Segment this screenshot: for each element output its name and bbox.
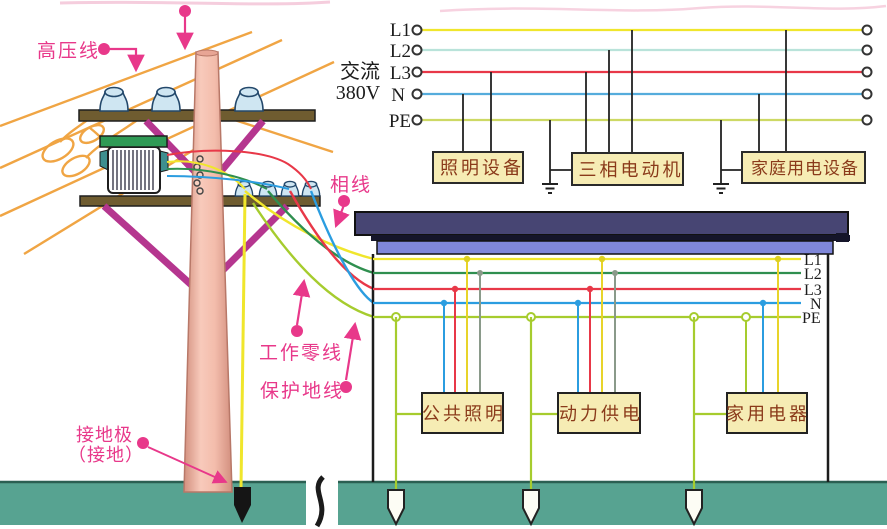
- ground-break-mark: [314, 475, 325, 528]
- roof-shadow: [371, 235, 850, 241]
- wire-l3: [166, 149, 312, 190]
- transformer-cap: [99, 135, 168, 148]
- load-box-appliances: [726, 392, 808, 434]
- pe-conductors: [394, 317, 727, 490]
- ac-source-label-line2: 380V: [336, 82, 381, 104]
- top-connections: [462, 30, 787, 183]
- top-bus-label-l2: L2: [390, 41, 411, 62]
- load-box-motor: [571, 152, 684, 186]
- transformer-fins: [112, 150, 154, 190]
- branch-drops: [443, 259, 779, 393]
- load-label-public-lighting: 公共照明: [422, 404, 506, 424]
- earth-symbol: [542, 183, 558, 194]
- wire-n: [166, 175, 290, 190]
- drop-wire-pe: [251, 202, 375, 319]
- load-box-lighting: [432, 151, 524, 184]
- annotation-arrows: [104, 12, 362, 484]
- earth-electrode: [387, 489, 405, 527]
- service-drop-wires: [244, 190, 375, 319]
- earth-electrode: [685, 489, 703, 527]
- top-bus-label-n: N: [391, 85, 405, 106]
- hv-line: [0, 30, 253, 128]
- transformer: [99, 135, 169, 194]
- drop-wire-l3: [288, 190, 375, 291]
- transformer-secondary-wires: [166, 149, 312, 190]
- label-high-voltage: 高压线: [37, 40, 100, 62]
- drop-wire-n: [309, 190, 375, 305]
- pole-wire-rings: [193, 155, 204, 195]
- label-protective-earth: 保护地线: [260, 380, 344, 402]
- roof-beam-upper: [354, 211, 849, 236]
- load-label-power-supply: 动力供电: [559, 404, 643, 424]
- wire-l2: [166, 167, 268, 190]
- roof-edge-step: [836, 233, 849, 242]
- drop-wire-l2: [267, 190, 375, 275]
- bus-label-l1: L1: [804, 252, 822, 269]
- pole-braces: [101, 118, 290, 293]
- bus-label-l2: L2: [804, 266, 822, 283]
- phase-pointer-arrow: [333, 204, 350, 229]
- building: L1 L2 L3 N PE: [354, 211, 850, 527]
- top-bus-label-pe: PE: [389, 111, 411, 132]
- top-bus-label-l1: L1: [390, 20, 411, 41]
- earth-electrode: [522, 489, 540, 527]
- ground-left: [0, 482, 306, 525]
- load-label-lighting: 照明设备: [440, 158, 524, 178]
- top-schematic: L1 L2 L3 N PE 交流 380V 照明设备 三相电动机 家庭用电设备: [336, 20, 873, 194]
- top-bus-lines: [422, 28, 862, 122]
- pole-earth-electrode: [234, 487, 251, 523]
- top-bus-label-l3: L3: [390, 63, 411, 84]
- load-label-household: 家庭用电设备: [751, 159, 859, 178]
- hv-pointer-arrow: [104, 47, 145, 73]
- load-label-motor: 三相电动机: [579, 160, 684, 180]
- junction-dots: [391, 255, 782, 322]
- earth-symbol: [713, 183, 729, 194]
- grounding-conductor: [239, 193, 247, 489]
- utility-pole-assembly: [78, 49, 321, 493]
- transformer-lug-left: [99, 149, 109, 171]
- annotations: 高压线 相线 工作零线 保护地线 接地极 （接地）: [37, 5, 372, 484]
- bus-terminals: [411, 24, 873, 126]
- pole-top: [195, 49, 219, 57]
- ground-right: [338, 482, 887, 525]
- load-box-public-lighting: [421, 392, 504, 434]
- neutral-pointer-arrow: [292, 278, 311, 326]
- annotation-dots: [98, 5, 352, 449]
- roof-beam-lower: [376, 240, 834, 255]
- scan-artifacts: [59, 0, 887, 13]
- hv-wire-loop: [79, 123, 105, 145]
- label-earth-electrode: 接地极: [76, 425, 133, 445]
- label-phase: 相线: [330, 174, 372, 196]
- label-working-neutral: 工作零线: [259, 342, 343, 364]
- hv-wire-loop: [41, 137, 75, 163]
- transformer-lug-right: [159, 150, 169, 173]
- label-earth-electrode-sub: （接地）: [68, 445, 144, 465]
- transformer-body: [107, 146, 161, 194]
- earth-pointer-line: [147, 446, 228, 484]
- load-box-power-supply: [557, 392, 641, 434]
- pe-pointer-arrow: [343, 321, 362, 381]
- load-box-household: [741, 151, 866, 184]
- bus-label-n: N: [810, 296, 822, 313]
- bus-label-l3: L3: [804, 282, 822, 299]
- ac-source-label-line1: 交流: [340, 60, 380, 83]
- hv-wire-loop: [61, 154, 91, 178]
- bus-label-pe: PE: [802, 310, 821, 327]
- load-label-appliances: 家用电器: [726, 404, 810, 424]
- wire-l1: [166, 160, 246, 190]
- ground: [0, 475, 887, 528]
